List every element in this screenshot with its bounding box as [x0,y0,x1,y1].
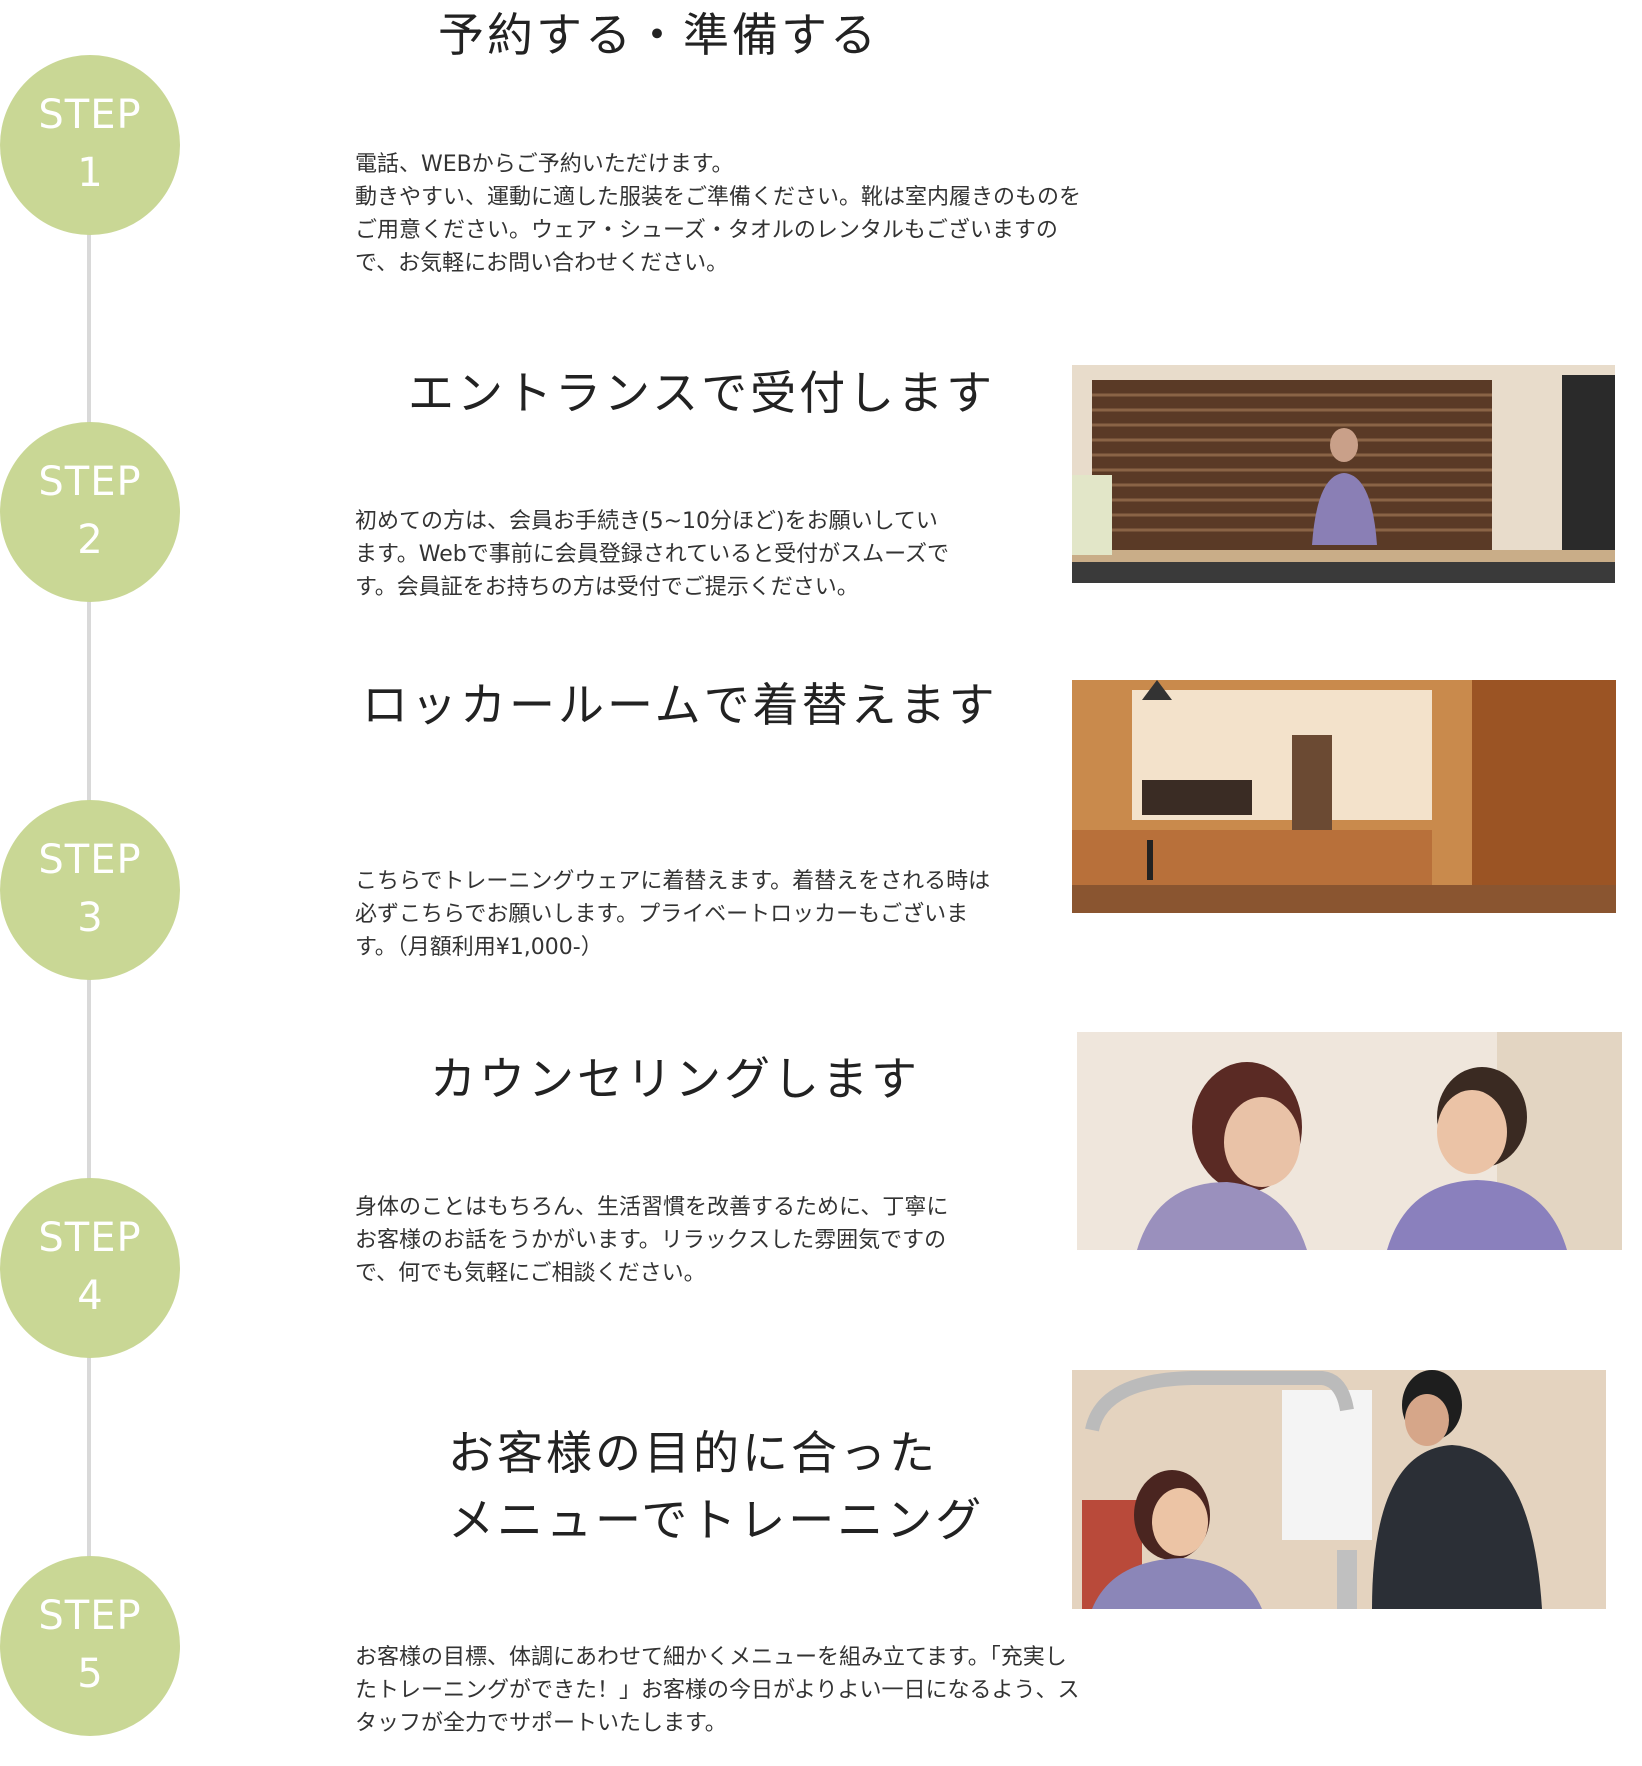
step-3-number: 3 [77,895,103,941]
step-1-description: 電話、WEBからご予約いただけます。 動きやすい、運動に適した服装をご準備くださ… [355,152,1082,276]
step-5-title-line2: メニューでトレーニング [448,1493,985,1547]
step-5-number: 5 [77,1651,103,1697]
step-3-title: ロッカールームで着替えます [362,678,998,732]
step-1-label: STEP [38,92,142,138]
step-5-description: お客様の目標、体調にあわせて細かくメニューを組み立てます。「充実し たトレーニン… [355,1645,1080,1736]
step-4-label: STEP [38,1215,142,1261]
step-3-label: STEP [38,837,142,883]
step-3-badge: STEP 3 [0,800,180,980]
step-1-badge: STEP 1 [0,55,180,235]
step-2-title: エントランスで受付します [408,366,996,420]
step-2-number: 2 [77,517,103,563]
step-5-label: STEP [38,1593,142,1639]
step-2-badge: STEP 2 [0,422,180,602]
step-5-title-line1: お客様の目的に合った [448,1426,938,1480]
locker-room-photo [1072,680,1616,913]
step-1-title: 予約する・準備する [438,8,879,62]
training-photo [1072,1370,1606,1609]
step-4-badge: STEP 4 [0,1178,180,1358]
reception-photo [1072,365,1615,583]
counseling-photo [1077,1032,1622,1250]
step-2-description: 初めての方は、会員お手続き(5~10分ほど)をお願いしてい ます。Webで事前に… [355,509,950,600]
step-3-description: こちらでトレーニングウェアに着替えます。着替えをされる時は 必ずこちらでお願いし… [355,869,991,960]
step-4-number: 4 [77,1273,103,1319]
step-5-badge: STEP 5 [0,1556,180,1736]
step-4-description: 身体のことはもちろん、生活習慣を改善するために、丁寧に お客様のお話をうかがいま… [355,1195,949,1286]
step-2-label: STEP [38,459,142,505]
step-1-number: 1 [77,150,103,196]
step-4-title: カウンセリングします [430,1052,920,1106]
